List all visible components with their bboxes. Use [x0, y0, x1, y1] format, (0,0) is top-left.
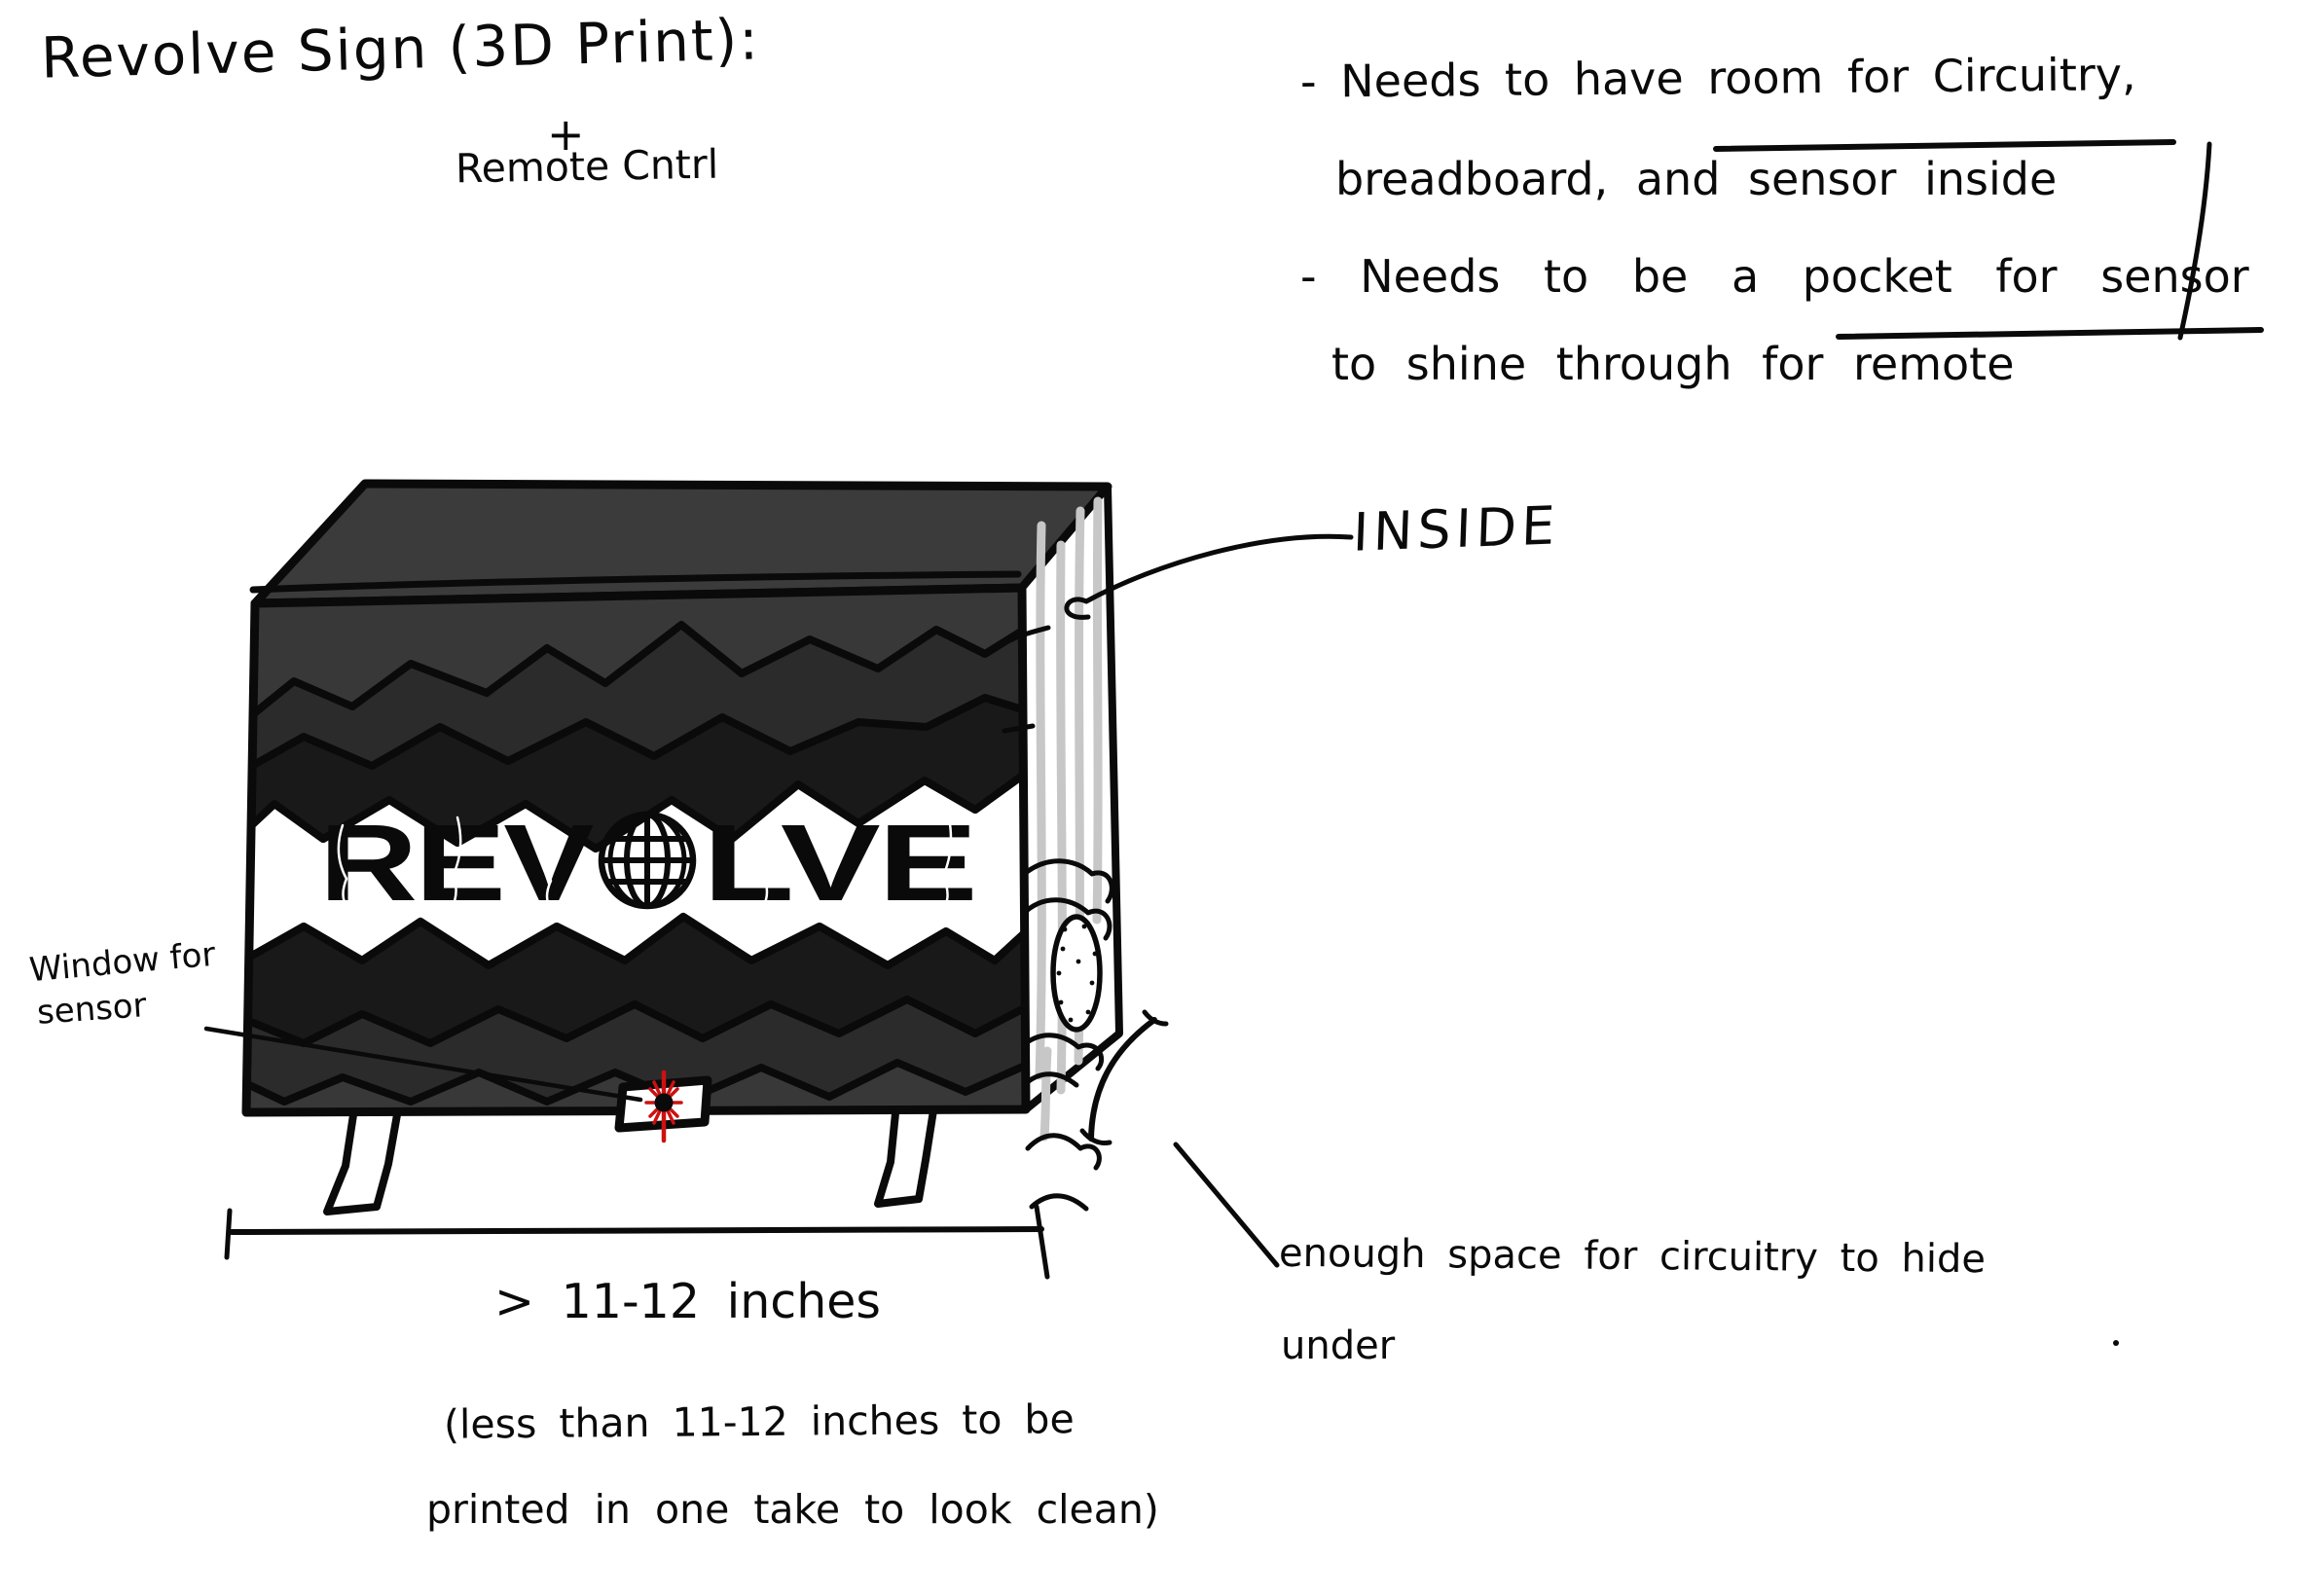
sign-box: REV LVE [241, 479, 1123, 1215]
underline-room-for-circuitry [1713, 139, 2176, 152]
underline-pocket-for-sensor [1836, 327, 2264, 340]
note-bullet2-line2: to shine through for remote [1331, 338, 2015, 390]
window-arrow [203, 1026, 643, 1103]
space-bracket [1079, 1009, 1169, 1145]
band-edge-tick-lower [1002, 723, 1036, 734]
space-note-line2: under [1281, 1324, 1396, 1368]
space-pointer-line [1173, 1142, 1280, 1268]
title-remote-control: Remote Cntrl [455, 140, 719, 193]
upper-jag-inner [246, 694, 1026, 852]
sensor-laser [644, 1070, 683, 1143]
logo-crack-texture [337, 816, 953, 910]
window-label-line2: sensor [35, 986, 148, 1033]
box-top-lip [249, 570, 1022, 594]
inside-label: INSIDE [1351, 494, 1561, 563]
globe-icon [598, 811, 697, 910]
logo-text-left: REV [319, 802, 594, 924]
circuitry-slash [2177, 141, 2212, 341]
dimension-note-line1: (less than 11-12 inches to be [443, 1396, 1075, 1448]
dimension-value: > 11-12 inches [494, 1274, 881, 1329]
title-plus-sign: + [547, 108, 585, 161]
box-front-outline [241, 583, 1031, 1117]
side-pocket-sketch [1019, 858, 1114, 1212]
note-bullet1-line1: - Needs to have room for Circuitry, [1299, 48, 2136, 108]
note-bullet2-line1: - Needs to be a pocket for sensor [1300, 250, 2249, 303]
space-note-line1: enough space for circuitry to hide [1278, 1230, 1987, 1283]
note-bullet1-line2: breadboard, and sensor inside [1335, 153, 2058, 205]
logo-text-right: LVE [703, 802, 975, 924]
annotation-strokes [203, 139, 2264, 1346]
dimension-line [224, 1204, 1050, 1280]
box-front-graphics [246, 588, 1026, 1112]
dimension-note-line2: printed in one take to look clean) [426, 1486, 1159, 1533]
revolve-logo: REV LVE [319, 802, 977, 924]
stray-dot [2113, 1340, 2119, 1346]
band-edge-tick-upper [1004, 625, 1051, 644]
inside-arrow [1064, 533, 1354, 620]
lower-jag-inner [246, 913, 1026, 1047]
